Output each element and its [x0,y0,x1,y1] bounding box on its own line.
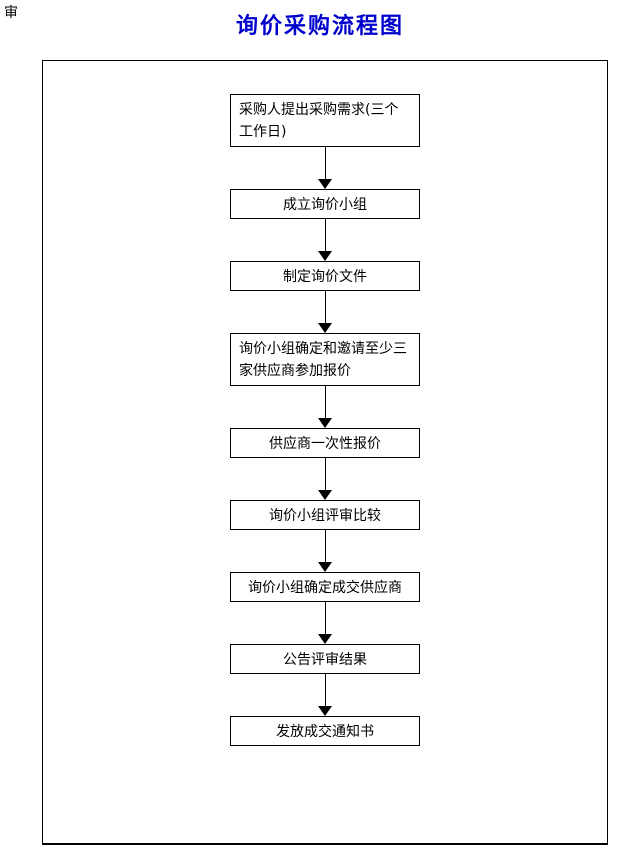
arrow-line [324,219,326,251]
arrow-head-icon [318,562,332,572]
arrow-head-icon [318,251,332,261]
corner-mark: 审 [4,5,18,21]
flow-step-box: 成立询价小组 [230,189,420,219]
arrow-line [324,291,326,323]
down-arrow [318,674,332,716]
page-title: 询价采购流程图 [235,14,404,39]
arrow-line [324,147,326,179]
flowchart-frame: 采购人提出采购需求(三个 工作日) 成立询价小组制定询价文件询价小组确定和邀请至少… [42,60,608,845]
arrow-line [324,386,326,418]
arrow-head-icon [318,418,332,428]
flow-step-label: 公告评审结果 [283,652,367,668]
flow-step-box: 供应商一次性报价 [230,428,420,458]
down-arrow [318,458,332,500]
flow-step-label: 询价小组确定成交供应商 [248,580,402,596]
flow-step-box: 询价小组确定和邀请至少三 家供应商参加报价 [230,333,420,386]
flow-step-label: 询价小组评审比较 [269,508,381,524]
down-arrow [318,530,332,572]
arrow-line [324,530,326,562]
flow-step-label: 询价小组确定和邀请至少三 家供应商参加报价 [239,341,407,379]
down-arrow [318,219,332,261]
flow-step-box: 采购人提出采购需求(三个 工作日) [230,94,420,147]
arrow-head-icon [318,634,332,644]
down-arrow [318,386,332,428]
arrow-head-icon [318,706,332,716]
down-arrow [318,602,332,644]
flowchart: 采购人提出采购需求(三个 工作日) 成立询价小组制定询价文件询价小组确定和邀请至少… [43,61,607,843]
arrow-line [324,458,326,490]
flow-step-box: 询价小组确定成交供应商 [230,572,420,602]
flow-step-box: 公告评审结果 [230,644,420,674]
flow-step-label: 采购人提出采购需求(三个 工作日) [239,102,399,140]
flow-step-box: 制定询价文件 [230,261,420,291]
arrow-head-icon [318,323,332,333]
flow-step-box: 询价小组评审比较 [230,500,420,530]
flow-step-box: 发放成交通知书 [230,716,420,746]
down-arrow [318,147,332,189]
arrow-head-icon [318,490,332,500]
flow-step-label: 成立询价小组 [283,197,367,213]
flow-step-label: 制定询价文件 [283,269,367,285]
flow-step-label: 供应商一次性报价 [269,436,381,452]
arrow-head-icon [318,179,332,189]
arrow-line [324,674,326,706]
arrow-line [324,602,326,634]
flow-step-label: 发放成交通知书 [276,724,374,740]
down-arrow [318,291,332,333]
